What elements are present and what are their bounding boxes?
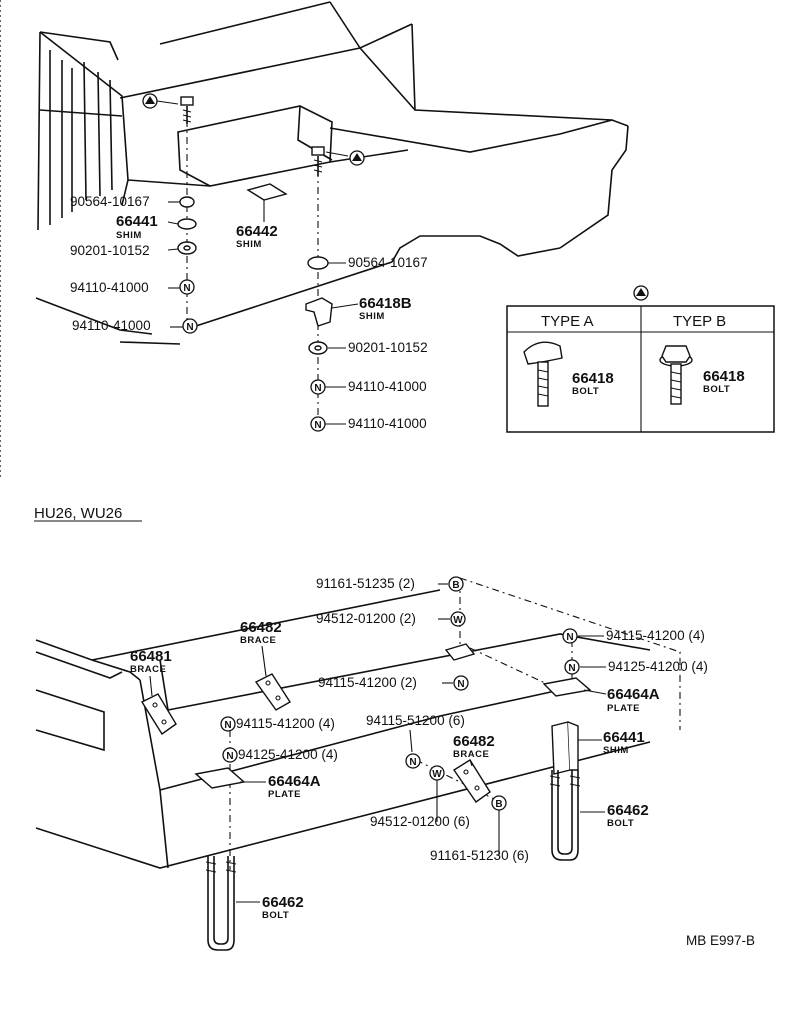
lower-parts xyxy=(140,643,592,951)
shim-66418b xyxy=(305,297,333,327)
svg-text:N: N xyxy=(568,663,575,674)
svg-text:BRACE: BRACE xyxy=(240,635,276,646)
svg-text:90201-10152: 90201-10152 xyxy=(70,243,150,258)
shim-66442 xyxy=(246,183,288,201)
svg-text:94110-41000: 94110-41000 xyxy=(70,280,149,295)
svg-text:N: N xyxy=(224,720,231,731)
svg-text:66418: 66418 xyxy=(572,370,614,387)
svg-text:SHIM: SHIM xyxy=(359,311,385,322)
svg-text:BOLT: BOLT xyxy=(703,384,730,395)
svg-text:94512-01200 (6): 94512-01200 (6) xyxy=(370,814,470,829)
svg-text:66482: 66482 xyxy=(240,619,282,636)
upper-left-labels: 90564-10167 66441 SHIM 90201-10152 94110… xyxy=(70,194,183,333)
svg-text:94115-41200 (4): 94115-41200 (4) xyxy=(236,716,335,731)
svg-text:94110-41000: 94110-41000 xyxy=(72,318,151,333)
type-b-bolt-icon xyxy=(659,345,693,405)
svg-text:N: N xyxy=(566,632,573,643)
svg-text:66482: 66482 xyxy=(453,733,495,750)
svg-text:66462: 66462 xyxy=(607,802,649,819)
nut-symbol-group: N N N N xyxy=(179,279,326,432)
bolt-right-top xyxy=(311,146,365,176)
svg-text:94115-51200 (6): 94115-51200 (6) xyxy=(366,713,465,728)
svg-text:PLATE: PLATE xyxy=(268,789,301,800)
svg-text:94512-01200 (2): 94512-01200 (2) xyxy=(316,611,416,626)
svg-text:94115-41200 (2): 94115-41200 (2) xyxy=(318,675,417,690)
svg-text:N: N xyxy=(314,383,321,394)
svg-text:66418: 66418 xyxy=(703,368,745,385)
svg-text:94125-41200 (4): 94125-41200 (4) xyxy=(238,747,338,762)
type-b-title: TYEP B xyxy=(673,313,726,330)
triangle-icon xyxy=(352,153,362,161)
svg-text:BOLT: BOLT xyxy=(572,386,599,397)
svg-text:N: N xyxy=(457,679,464,690)
svg-text:66464A: 66464A xyxy=(607,686,660,703)
svg-text:91161-51230 (6): 91161-51230 (6) xyxy=(430,848,529,863)
svg-text:N: N xyxy=(186,322,193,333)
svg-text:66462: 66462 xyxy=(262,894,304,911)
svg-text:SHIM: SHIM xyxy=(236,239,262,250)
svg-text:BRACE: BRACE xyxy=(130,664,166,675)
svg-text:94125-41200 (4): 94125-41200 (4) xyxy=(608,659,708,674)
svg-text:66481: 66481 xyxy=(130,648,172,665)
svg-text:N: N xyxy=(226,751,233,762)
shim-part xyxy=(177,218,197,230)
washer-part xyxy=(179,196,195,208)
svg-text:91161-51235 (2): 91161-51235 (2) xyxy=(316,576,415,591)
ref-code: MB E997-B xyxy=(686,933,755,948)
svg-text:90564-10167: 90564-10167 xyxy=(70,194,150,209)
svg-text:90201-10152: 90201-10152 xyxy=(348,340,428,355)
svg-text:N: N xyxy=(314,420,321,431)
truck-bed-drawing xyxy=(0,0,629,480)
svg-text:94115-41200 (4): 94115-41200 (4) xyxy=(606,628,705,643)
label-66442: 66442 SHIM xyxy=(236,223,278,250)
svg-text:66464A: 66464A xyxy=(268,773,321,790)
svg-text:66442: 66442 xyxy=(236,223,278,240)
svg-text:66441: 66441 xyxy=(603,729,645,746)
svg-text:W: W xyxy=(453,615,463,626)
svg-text:66418B: 66418B xyxy=(359,295,412,312)
section-title: HU26, WU26 xyxy=(34,505,122,522)
type-a-title: TYPE A xyxy=(541,313,594,330)
bolt-left-top xyxy=(142,93,194,124)
svg-text:BRACE: BRACE xyxy=(453,749,489,760)
svg-text:90564-10167: 90564-10167 xyxy=(348,255,428,270)
svg-text:SHIM: SHIM xyxy=(603,745,629,756)
type-a-bolt-icon xyxy=(523,341,563,407)
washer-part xyxy=(307,256,329,270)
svg-text:PLATE: PLATE xyxy=(607,703,640,714)
svg-text:B: B xyxy=(495,799,502,810)
lower-symbols: B W N N N N N N W B xyxy=(220,576,580,811)
svg-text:SHIM: SHIM xyxy=(116,230,142,241)
svg-text:66441: 66441 xyxy=(116,213,158,230)
svg-text:BOLT: BOLT xyxy=(607,818,634,829)
lower-labels: 91161-51235 (2) 94512-01200 (2) 94115-41… xyxy=(130,576,708,921)
svg-text:W: W xyxy=(432,769,442,780)
svg-text:B: B xyxy=(452,580,459,591)
bed-underside-drawing xyxy=(35,589,651,869)
triangle-icon xyxy=(145,96,155,104)
upper-right-labels: 90564-10167 66418B SHIM 90201-10152 9411… xyxy=(325,255,428,431)
svg-text:94110-41000: 94110-41000 xyxy=(348,416,427,431)
svg-text:N: N xyxy=(183,283,190,294)
svg-text:BOLT: BOLT xyxy=(262,910,289,921)
svg-text:94110-41000: 94110-41000 xyxy=(348,379,427,394)
triangle-icon xyxy=(636,288,646,296)
bolt-type-box: TYPE A TYEP B 66418 BOLT 66418 BOLT xyxy=(506,285,775,433)
svg-text:N: N xyxy=(409,757,416,768)
